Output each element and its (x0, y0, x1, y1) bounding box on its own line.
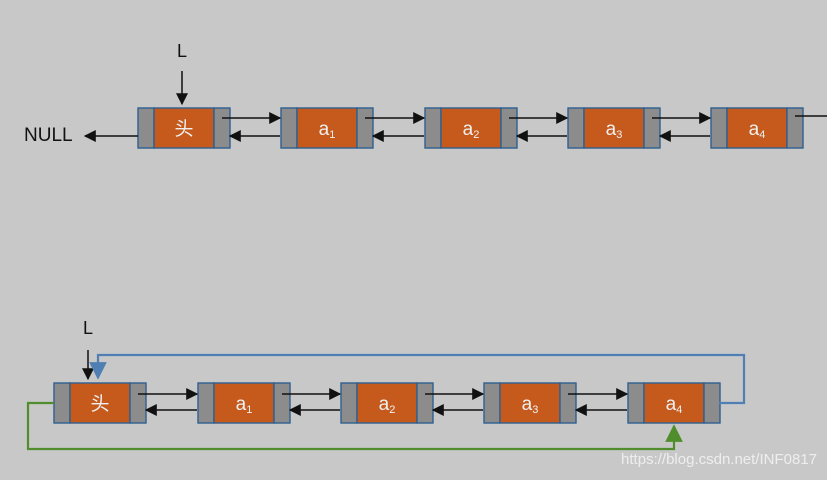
node-label-subscript: 2 (389, 404, 395, 416)
node-label-subscript: 1 (329, 129, 335, 141)
node-next-field (273, 382, 291, 424)
node-label-text: a (319, 119, 330, 140)
node-label-text: 头 (174, 118, 193, 140)
node-prev-field (340, 382, 358, 424)
node-label: a1 (319, 119, 336, 141)
bottom-node: a1 (197, 382, 291, 424)
node-prev-field (627, 382, 645, 424)
circular-prev-link (26, 401, 683, 451)
node-label-text: a (749, 119, 760, 140)
node-next-field (643, 107, 661, 149)
node-next-field (559, 382, 577, 424)
node-label-text: a (236, 394, 247, 415)
node-data-field (499, 382, 561, 424)
node-label-text: 头 (90, 393, 109, 415)
node-label-subscript: 3 (616, 129, 622, 141)
bottom-node: 头 (53, 382, 147, 424)
node-next-field (500, 107, 518, 149)
node-data-field (583, 107, 645, 149)
node-label: 头 (90, 393, 109, 415)
node-label-text: a (666, 394, 677, 415)
node-label: a3 (522, 394, 539, 416)
node-label-text: a (463, 119, 474, 140)
top-head-pointer-label: L (177, 41, 187, 61)
node-prev-field (483, 382, 501, 424)
bottom-head-pointer-label: L (83, 318, 93, 338)
node-prev-field (137, 107, 155, 149)
node-next-field (416, 382, 434, 424)
node-data-field (296, 107, 358, 149)
top-node: a1 (280, 107, 374, 149)
top-node: 头 (137, 107, 231, 149)
node-next-field (129, 382, 147, 424)
node-label: a2 (379, 394, 396, 416)
node-label-subscript: 2 (473, 129, 479, 141)
node-label-subscript: 4 (759, 129, 765, 141)
top-node: a2 (424, 107, 518, 149)
node-prev-field (53, 382, 71, 424)
watermark-text: https://blog.csdn.net/INF0817 (621, 451, 817, 468)
node-label-text: a (522, 394, 533, 415)
null-label: NULL (24, 125, 73, 146)
bottom-node: a3 (483, 382, 577, 424)
node-label: a4 (749, 119, 766, 141)
node-data-field (213, 382, 275, 424)
node-data-field (153, 107, 215, 149)
node-prev-field (280, 107, 298, 149)
node-next-field (703, 382, 721, 424)
node-label-text: a (379, 394, 390, 415)
node-next-field (213, 107, 231, 149)
node-label: a3 (606, 119, 623, 141)
node-label-subscript: 3 (532, 404, 538, 416)
node-label: a4 (666, 394, 683, 416)
node-next-field (786, 107, 804, 149)
node-data-field (356, 382, 418, 424)
node-label: a2 (463, 119, 480, 141)
top-node: a3 (567, 107, 661, 149)
node-label-subscript: 4 (676, 404, 682, 416)
node-label: 头 (174, 118, 193, 140)
node-prev-field (710, 107, 728, 149)
node-label-subscript: 1 (246, 404, 252, 416)
node-label-text: a (606, 119, 617, 140)
node-next-field (356, 107, 374, 149)
node-prev-field (424, 107, 442, 149)
top-node: a4 (710, 107, 804, 149)
bottom-node: a2 (340, 382, 434, 424)
bottom-node: a4 (627, 382, 721, 424)
node-prev-field (567, 107, 585, 149)
circular-next-link (89, 353, 746, 405)
node-prev-field (197, 382, 215, 424)
node-label: a1 (236, 394, 253, 416)
